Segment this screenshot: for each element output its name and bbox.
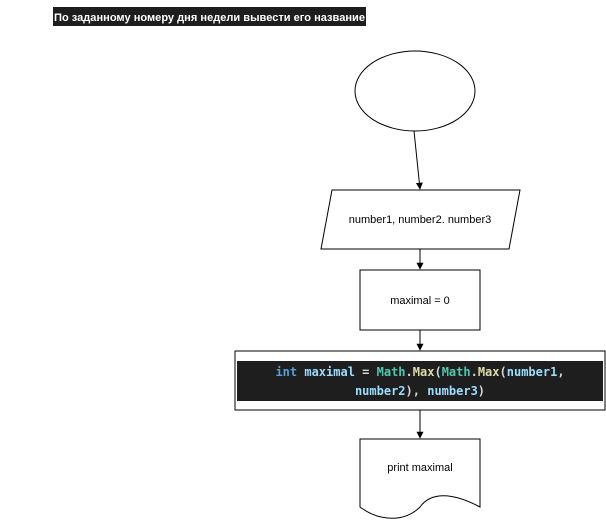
code-background [237, 361, 603, 401]
output-node[interactable] [359, 438, 481, 519]
code-line-1: int maximal = Math.Max(Math.Max(number1, [275, 365, 564, 379]
output-node-label: print maximal [387, 462, 452, 474]
code-arg-number1: number1 [507, 365, 558, 379]
init-node-label: maximal = 0 [390, 295, 450, 307]
code-keyword-int: int [275, 365, 297, 379]
code-fn-max: Max [413, 365, 435, 379]
code-class-math-2: Math [442, 365, 471, 379]
code-arg-number2: number2 [355, 384, 406, 398]
input-node[interactable] [320, 189, 521, 250]
input-node-label: number1, number2. number3 [349, 214, 491, 226]
start-node[interactable] [354, 50, 476, 132]
code-arg-number3: number3 [427, 384, 478, 398]
title-background [53, 7, 366, 26]
code-line-2: number2), number3) [355, 384, 485, 398]
code-class-math: Math [377, 365, 406, 379]
code-var-maximal: maximal [304, 365, 355, 379]
code-fn-max-2: Max [478, 365, 500, 379]
init-node[interactable] [359, 269, 481, 331]
diagram-title: По заданному номеру дня недели вывести е… [54, 12, 365, 24]
edge-start-to-input [413, 130, 423, 190]
